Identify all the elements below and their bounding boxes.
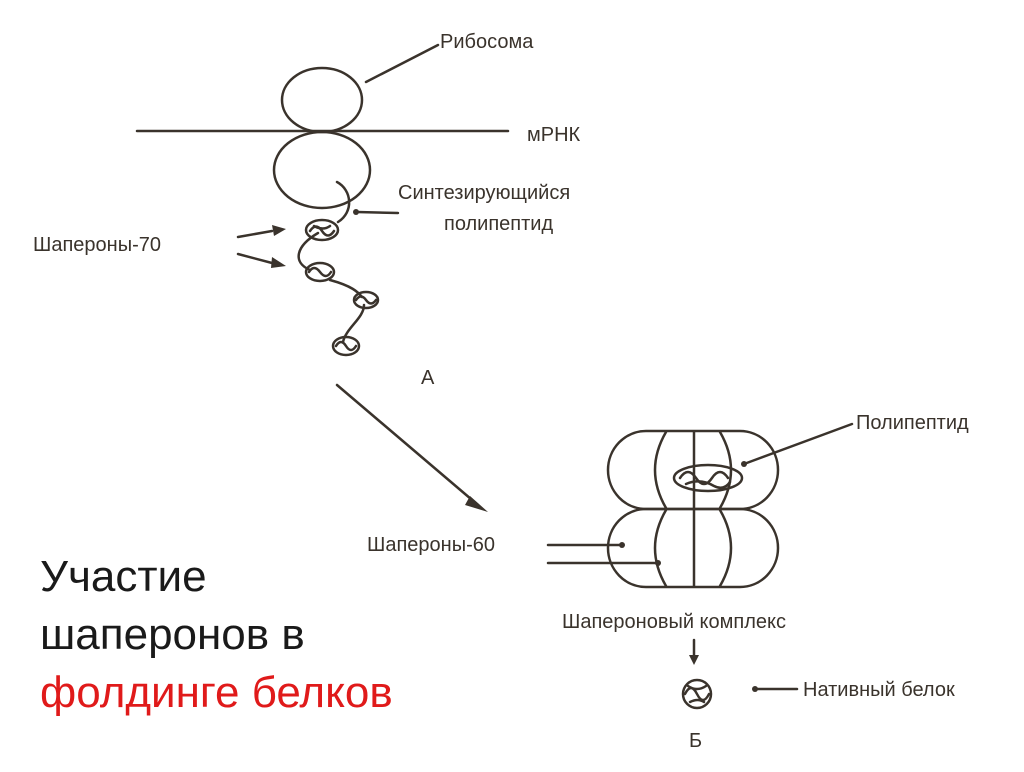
title-line2: шаперонов в — [40, 610, 305, 659]
pointer-dot — [741, 461, 747, 467]
chaperone70-blob — [331, 335, 361, 357]
chaperone70-blob — [352, 290, 380, 310]
encapsulated-polypeptide — [672, 463, 744, 493]
synth-polypeptide-pointer — [355, 210, 400, 215]
stage-a-label: А — [421, 367, 435, 389]
chaperone70-blob — [304, 261, 336, 283]
ribosome-small-subunit — [280, 66, 364, 134]
chaperonin-complex — [606, 429, 780, 589]
nascent-chain — [335, 180, 351, 224]
ribosome-pointer — [364, 43, 440, 84]
stage-b-label: Б — [689, 730, 702, 752]
ribosome-label: Рибосома — [440, 31, 534, 53]
polypeptide-label: Полипептид — [856, 412, 969, 434]
ribosome — [272, 66, 372, 210]
native-protein-label: Нативный белок — [803, 679, 955, 701]
transition-arrow — [335, 383, 480, 507]
pointer-dot — [353, 209, 359, 215]
chaperones60-label: Шапероны-60 — [367, 534, 495, 556]
title-line3-accent: фолдинге белков — [40, 668, 393, 717]
synth-polypeptide-label-line1: Синтезирующийся — [398, 182, 570, 204]
synth-polypeptide-label-line2: полипептид — [444, 213, 553, 235]
polypeptide-pointer — [742, 422, 854, 466]
pointer-dot — [655, 560, 661, 566]
chaperone70-arrows — [236, 229, 274, 265]
arrowhead — [271, 257, 286, 268]
chaperone-complex-label: Шапероновый комплекс — [562, 611, 786, 633]
pointer-dot — [619, 542, 625, 548]
chaperone70-blob — [304, 218, 340, 242]
native-protein — [681, 678, 713, 710]
arrowhead — [272, 225, 286, 236]
ribosome-large-subunit — [272, 130, 372, 210]
title-line1: Участие — [40, 552, 207, 601]
pointer-dot — [752, 686, 758, 692]
slide-title: Участие шаперонов в фолдинге белков — [40, 548, 393, 722]
arrowhead — [465, 496, 488, 512]
chaperones70-label: Шапероны-70 — [33, 234, 161, 256]
mrna-label: мРНК — [527, 124, 581, 146]
arrowhead — [689, 655, 699, 665]
chaperone60-arrows — [546, 543, 658, 565]
